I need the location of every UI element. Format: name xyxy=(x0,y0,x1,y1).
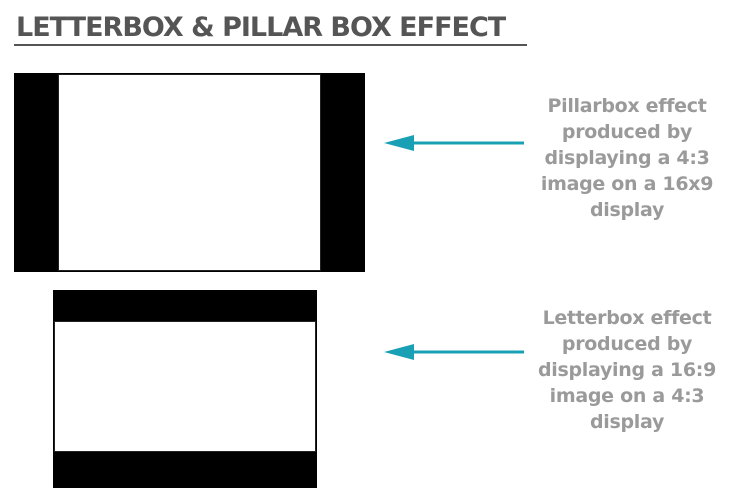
pillarbox-display xyxy=(14,73,365,272)
caption-line: displaying a 16:9 xyxy=(537,359,716,381)
letterbox-caption: Letterbox effect produced by displaying … xyxy=(512,305,742,435)
arrow-left-icon xyxy=(384,344,524,360)
arrow-left-icon xyxy=(384,135,524,151)
pillarbox-image-area xyxy=(58,74,321,271)
caption-line: displaying a 4:3 xyxy=(544,147,710,169)
caption-line: image on a 16x9 xyxy=(540,173,714,195)
caption-line: produced by xyxy=(561,333,693,355)
caption-line: Pillarbox effect xyxy=(547,95,707,117)
title-underline xyxy=(14,44,527,46)
letterbox-image-area xyxy=(54,321,316,452)
letterbox-display xyxy=(53,290,317,488)
caption-line: image on a 4:3 xyxy=(549,385,705,407)
pillarbox-caption: Pillarbox effect produced by displaying … xyxy=(512,93,742,223)
caption-line: produced by xyxy=(561,121,693,143)
page-title: LETTERBOX & PILLAR BOX EFFECT xyxy=(16,12,506,43)
caption-line: Letterbox effect xyxy=(542,307,712,329)
caption-line: display xyxy=(589,199,665,221)
caption-line: display xyxy=(589,411,665,433)
